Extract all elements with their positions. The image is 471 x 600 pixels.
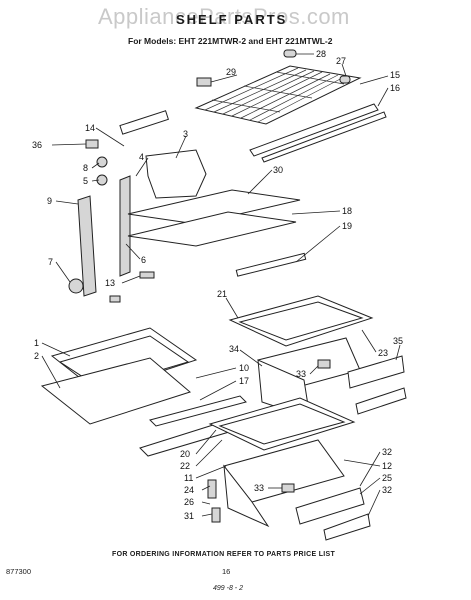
callout-33-lower: 33	[254, 483, 264, 493]
shelf-support-rail	[119, 175, 131, 277]
callout-36: 36	[32, 140, 42, 150]
callout-33-upper: 33	[296, 369, 306, 379]
drawer-front-25	[295, 487, 365, 525]
callout-22: 22	[180, 461, 190, 471]
bushing-8	[96, 156, 108, 168]
callout-10: 10	[239, 363, 249, 373]
callout-19: 19	[342, 221, 352, 231]
callout-2: 2	[34, 351, 39, 361]
callout-29: 29	[226, 67, 236, 77]
callout-17: 17	[239, 376, 249, 386]
callout-8: 8	[83, 163, 88, 173]
roller-33b	[281, 483, 295, 493]
callout-32-upper: 32	[382, 447, 392, 457]
bracket-36	[85, 139, 99, 149]
callout-11: 11	[184, 473, 193, 483]
callout-30: 30	[273, 165, 283, 175]
callout-21: 21	[217, 289, 227, 299]
drawer-front-35	[347, 355, 405, 389]
callout-32-lower: 32	[382, 485, 392, 495]
watermark: AppliancePartsPros.com	[98, 4, 350, 29]
trim-strip-19	[235, 252, 307, 277]
screw-13b	[109, 295, 121, 303]
handwritten-note: 499 -8 - 2	[213, 585, 243, 592]
callout-13: 13	[105, 278, 115, 288]
shelf-frame-18	[127, 211, 297, 247]
side-rail-9	[77, 195, 97, 297]
callout-labels: 14 36 3 4 8 5 9 7 6 13 30 18 19 29 28 27…	[32, 49, 403, 521]
callout-24: 24	[184, 485, 194, 495]
diagram-title: SHELF PARTS	[176, 12, 288, 27]
callout-3: 3	[183, 129, 188, 139]
callout-15: 15	[390, 70, 400, 80]
document-code: 877300	[6, 567, 32, 576]
ordering-note: FOR ORDERING INFORMATION REFER TO PARTS …	[112, 551, 336, 558]
callout-16: 16	[390, 83, 400, 93]
leader-lines	[41, 53, 401, 517]
callout-14: 14	[85, 123, 95, 133]
callout-6: 6	[141, 255, 146, 265]
glass-shelf-30	[127, 189, 301, 225]
callout-20: 20	[180, 449, 190, 459]
callout-34: 34	[229, 344, 239, 354]
callout-7: 7	[48, 257, 53, 267]
roller-7	[68, 278, 84, 294]
shelf-end-trim	[249, 103, 387, 163]
shelf-clip-29	[196, 77, 212, 87]
callout-12: 12	[382, 461, 392, 471]
callout-27: 27	[336, 56, 346, 66]
roller-33a	[317, 359, 331, 369]
shelf-trim-17	[149, 395, 247, 427]
rail-cap-14	[119, 110, 170, 135]
callout-35: 35	[393, 336, 403, 346]
callout-4: 4	[139, 152, 144, 162]
screw-13	[139, 271, 155, 279]
callout-1: 1	[34, 338, 39, 348]
callout-25: 25	[382, 473, 392, 483]
callout-31: 31	[184, 511, 194, 521]
callout-26: 26	[184, 497, 194, 507]
storage-bin-3	[145, 149, 207, 199]
callout-18: 18	[342, 206, 352, 216]
shelf-frame-2	[40, 357, 192, 425]
bracket-24	[207, 479, 217, 499]
page-number: 16	[222, 567, 231, 576]
callout-5: 5	[83, 176, 88, 186]
shelf-clip-28	[283, 49, 297, 58]
shelf-clip-27	[339, 75, 351, 84]
callout-9: 9	[47, 196, 52, 206]
model-subtitle: For Models: EHT 221MTWR-2 and EHT 221MTW…	[128, 36, 333, 46]
callout-23: 23	[378, 348, 388, 358]
clip-31	[211, 507, 221, 523]
callout-28: 28	[316, 49, 326, 59]
top-wire-shelf	[194, 65, 362, 125]
